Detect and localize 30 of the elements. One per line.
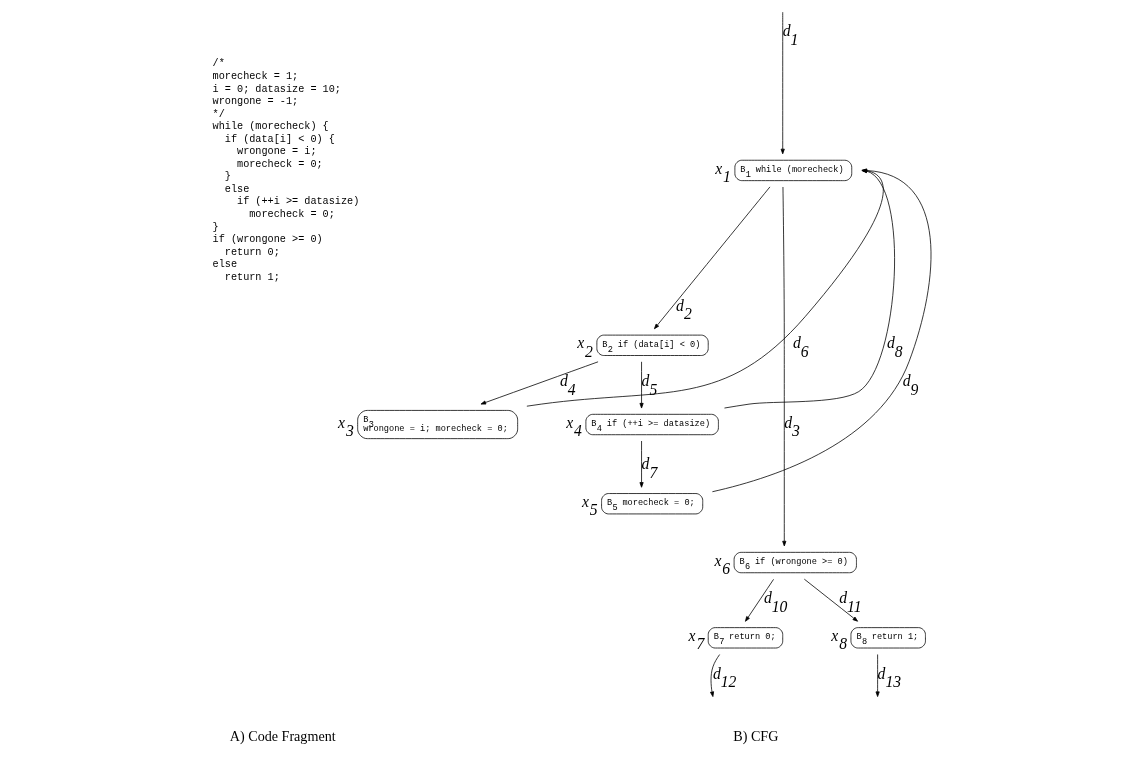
- label: while (morecheck) {: [212, 121, 329, 133]
- label: if (++i >= datasize): [237, 196, 360, 208]
- label: wrongone = -1;: [212, 96, 299, 108]
- arrow: [639, 440, 644, 488]
- arrow: [782, 186, 787, 547]
- label: i = 0; datasize = 10;: [212, 83, 341, 95]
- label: else: [212, 259, 238, 271]
- label: */: [212, 108, 225, 120]
- arrow: [780, 11, 785, 155]
- label: /*: [212, 58, 225, 70]
- label: A) Code Fragment: [229, 727, 336, 744]
- label: if (wrongone >= 0): [212, 234, 323, 246]
- arrow: [803, 578, 858, 622]
- label: }: [212, 221, 219, 233]
- label: B) CFG: [733, 727, 779, 744]
- label: morecheck = 1;: [212, 70, 299, 82]
- arrow: [875, 654, 880, 697]
- label: morecheck = 0;: [249, 209, 335, 221]
- label: return 1;: [224, 271, 280, 283]
- label: return 0;: [224, 246, 280, 258]
- label: }: [224, 171, 231, 183]
- label: morecheck = 0;: [237, 158, 323, 170]
- arrow: [639, 361, 644, 409]
- label: if (data[i] < 0) {: [224, 133, 335, 145]
- arrow: [710, 654, 720, 697]
- arrow: [745, 578, 774, 622]
- arrow: [654, 186, 771, 330]
- label: else: [224, 183, 250, 195]
- arrow: [480, 361, 599, 405]
- label: wrongone = i;: [237, 146, 317, 158]
